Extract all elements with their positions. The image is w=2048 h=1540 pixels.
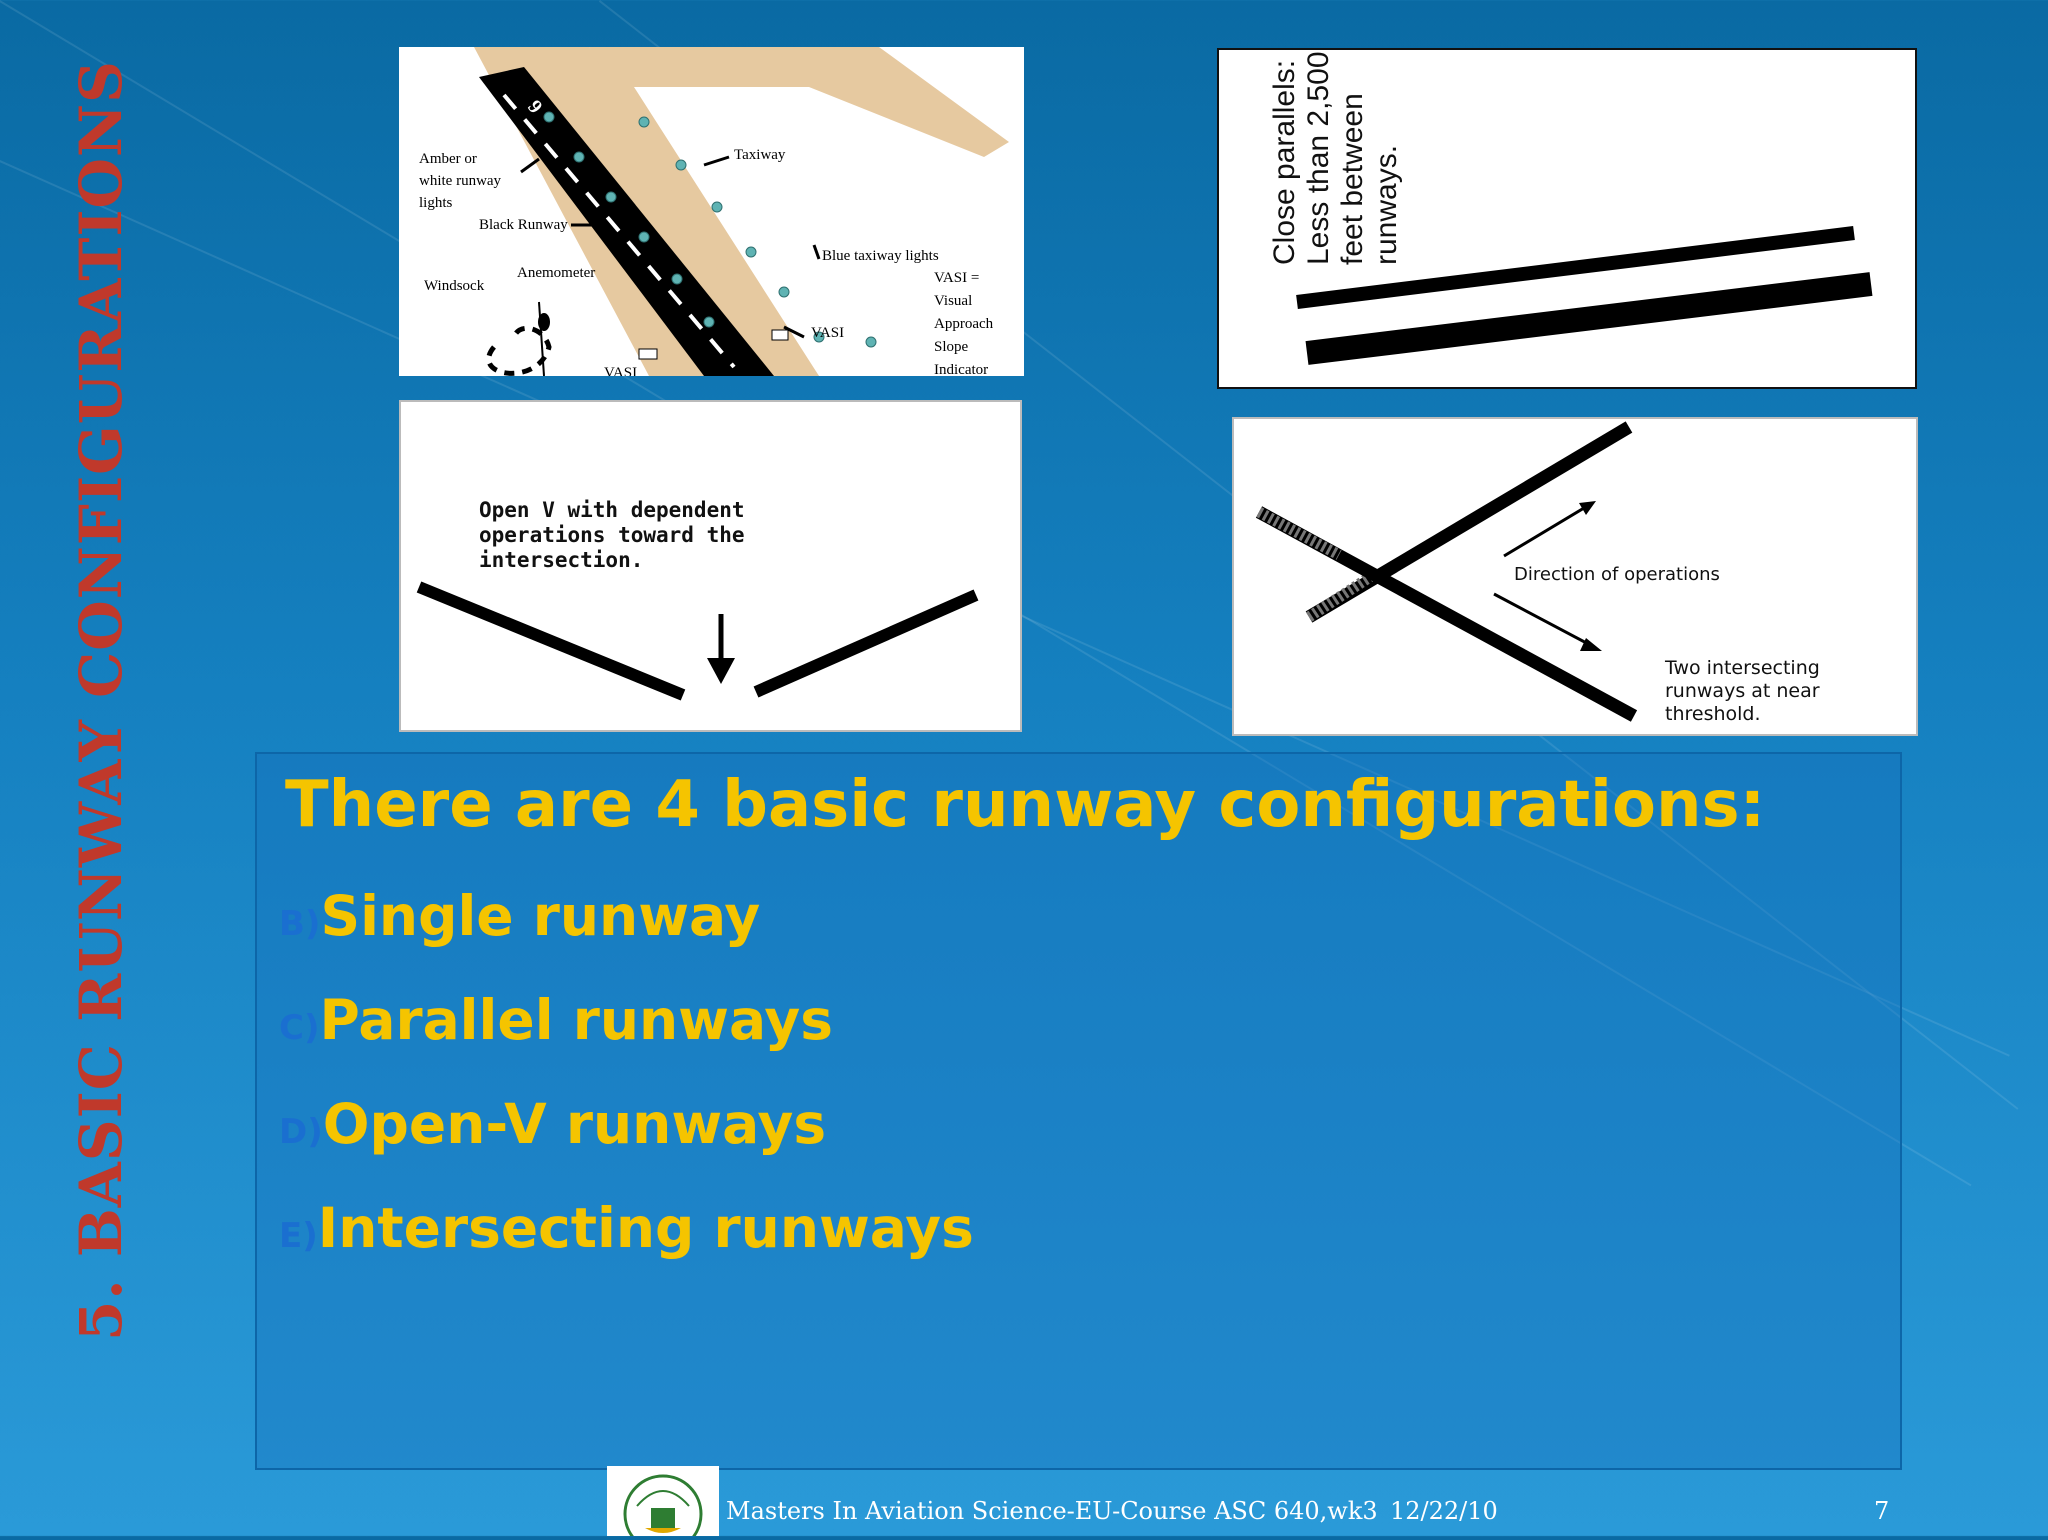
content-heading: There are 4 basic runway configurations: xyxy=(285,768,1766,842)
intersecting-runways-figure: Direction of operations Two intersecting… xyxy=(1232,417,1918,736)
open-v-figure: Open V with dependent operations toward … xyxy=(399,400,1022,732)
arrow-down-right-icon xyxy=(1580,638,1602,651)
parallel-caption-4: runways. xyxy=(1370,145,1403,265)
list-marker: C) xyxy=(279,1008,320,1048)
svg-text:VASI =: VASI = xyxy=(934,270,979,286)
list-item-text: Single runway xyxy=(320,884,761,948)
svg-text:Approach: Approach xyxy=(934,316,994,332)
parallel-caption-3: feet between xyxy=(1336,93,1369,265)
openv-runway-left xyxy=(416,581,686,701)
list-marker: E) xyxy=(279,1216,318,1256)
parallel-caption-2: Less than 2,500 xyxy=(1302,51,1335,265)
intersect-caption-1: Two intersecting xyxy=(1664,657,1820,679)
svg-text:lights: lights xyxy=(419,195,453,211)
list-marker: B) xyxy=(279,904,321,944)
label-windsock: Windsock xyxy=(424,278,485,294)
label-vasi-2: VASI xyxy=(604,365,637,376)
parallel-runway-1 xyxy=(1296,226,1855,309)
svg-text:Indicator: Indicator xyxy=(934,362,988,376)
footer-date: 12/22/10 xyxy=(1390,1497,1498,1525)
openv-caption-1: Open V with dependent xyxy=(479,498,745,522)
list-item: C)Parallel runways xyxy=(279,988,833,1052)
list-item: D)Open-V runways xyxy=(279,1092,826,1156)
list-item-text: Intersecting runways xyxy=(317,1196,974,1260)
label-taxiway: Taxiway xyxy=(734,147,786,163)
openv-runway-right xyxy=(753,589,979,698)
parallel-runways-figure: Close parallels: Less than 2,500 feet be… xyxy=(1217,48,1917,389)
slide-title: 5. BASIC RUNWAY CONFIGURATIONS xyxy=(67,60,135,1341)
list-item-text: Open-V runways xyxy=(322,1092,827,1156)
label-vasi-def-5: Indicator xyxy=(934,362,988,376)
svg-text:Visual: Visual xyxy=(934,293,972,309)
list-item: B)Single runway xyxy=(279,884,760,948)
intersect-caption-2: runways at near xyxy=(1665,680,1820,702)
footer-page-number: 7 xyxy=(1874,1497,1890,1525)
label-vasi-def-3: Approach xyxy=(934,316,994,332)
label-vasi-def-4: Slope xyxy=(934,339,969,355)
intersect-direction-label: Direction of operations xyxy=(1514,564,1720,585)
label-blue-lights: Blue taxiway lights xyxy=(822,248,939,264)
openv-caption-3: intersection. xyxy=(479,548,643,572)
label-amber-2: white runway xyxy=(419,173,502,189)
label-vasi-def-1: VASI = xyxy=(934,270,979,286)
label-vasi-def-2: Visual xyxy=(934,293,972,309)
label-black-runway: Black Runway xyxy=(479,217,568,233)
label-amber-1: Amber or xyxy=(419,151,477,167)
parallel-runway-2 xyxy=(1305,272,1873,365)
openv-caption-2: operations toward the xyxy=(479,523,745,547)
label-anemometer: Anemometer xyxy=(517,265,595,281)
single-runway-figure: Amber or white runway lights Black Runwa… xyxy=(399,47,1024,376)
intersect-caption-3: threshold. xyxy=(1665,703,1761,725)
content-box: There are 4 basic runway configurations:… xyxy=(255,752,1902,1470)
list-item-text: Parallel runways xyxy=(319,988,833,1052)
footer-course: Masters In Aviation Science-EU-Course AS… xyxy=(726,1497,1378,1525)
list-item: E)Intersecting runways xyxy=(279,1196,974,1260)
label-amber-3: lights xyxy=(419,195,453,211)
arrow-up-right-icon xyxy=(1579,501,1596,515)
down-arrow-icon xyxy=(707,658,735,684)
runway-descending xyxy=(1255,506,1638,722)
parallel-caption-1: Close parallels: xyxy=(1268,60,1301,265)
list-marker: D) xyxy=(279,1112,323,1152)
svg-text:Slope: Slope xyxy=(934,339,969,355)
svg-text:Amber or: Amber or xyxy=(419,151,477,167)
label-vasi: VASI xyxy=(811,325,844,341)
svg-text:white runway: white runway xyxy=(419,173,502,189)
university-logo xyxy=(607,1466,719,1540)
